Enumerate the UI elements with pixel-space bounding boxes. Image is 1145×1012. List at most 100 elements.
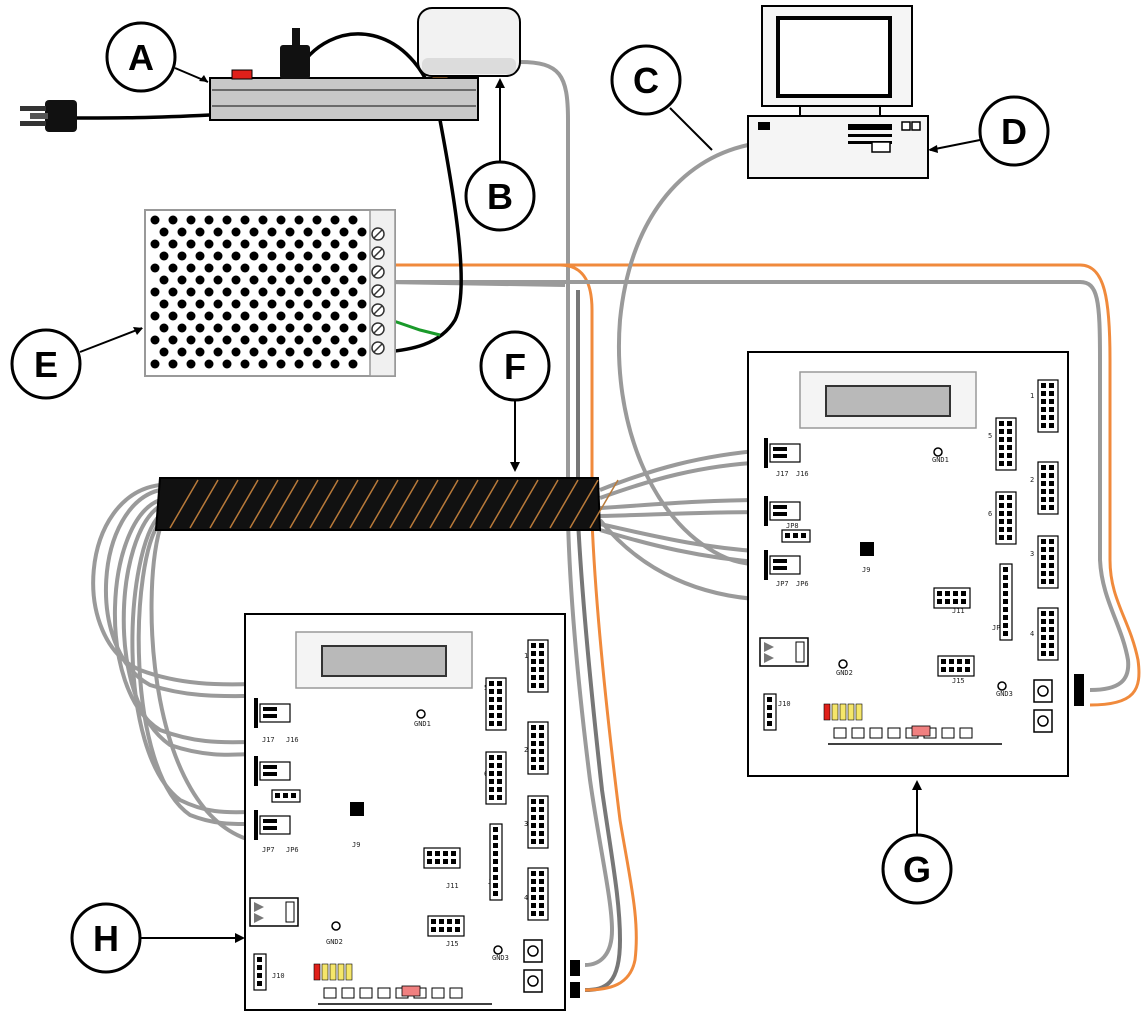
vent-hole: [222, 311, 232, 321]
header-pin: [767, 713, 772, 718]
vent-hole: [276, 287, 286, 297]
connector-bar: [764, 496, 768, 526]
header-pin: [937, 599, 942, 604]
vent-hole: [240, 311, 250, 321]
header-pin: [443, 859, 448, 864]
sleeve-stripe: [589, 479, 619, 529]
vent-hole: [303, 227, 313, 237]
header-pin: [999, 453, 1004, 458]
vent-hole: [177, 347, 187, 357]
vent-hole: [204, 215, 214, 225]
connector-pin-row: [773, 559, 787, 563]
sleeve-stripe: [409, 479, 439, 529]
header-pin: [497, 755, 502, 760]
header-pin: [539, 757, 544, 762]
header-pin: [493, 843, 498, 848]
vent-hole: [150, 335, 160, 345]
header-pin: [945, 591, 950, 596]
power-switch-icon: [231, 69, 253, 80]
board-h-h3-label: 3: [524, 820, 528, 828]
board-g-j16-label: J16: [796, 470, 809, 478]
vent-hole: [213, 299, 223, 309]
vent-hole: [348, 311, 358, 321]
connector-bar: [764, 438, 768, 468]
header-pin: [1041, 497, 1046, 502]
vent-hole: [150, 239, 160, 249]
header-pin: [497, 771, 502, 776]
header-pin: [531, 911, 536, 916]
header-pin: [539, 839, 544, 844]
connector-pin-row: [263, 765, 277, 769]
sleeve-stripe: [349, 479, 379, 529]
board-g-gnd2-label: GND2: [836, 669, 853, 677]
board-g-jp8-label: JP8: [786, 522, 799, 530]
header-pin: [999, 445, 1004, 450]
vent-hole: [267, 251, 277, 261]
header-pin: [1049, 627, 1054, 632]
connector-pin-row: [773, 447, 787, 451]
board-h-components: [249, 639, 549, 1005]
connector-bar: [254, 698, 258, 728]
screw-slot: [373, 305, 383, 315]
vent-hole: [321, 299, 331, 309]
header-pin: [1041, 383, 1046, 388]
vent-hole: [186, 335, 196, 345]
bundle-to-h-5: [130, 513, 253, 815]
header-pin: [1007, 461, 1012, 466]
vent-hole: [168, 311, 178, 321]
header-pin: [493, 835, 498, 840]
header-pin: [1049, 611, 1054, 616]
header-pin: [539, 683, 544, 688]
vent-hole: [285, 323, 295, 333]
board-h-gnd2-label: GND2: [326, 938, 343, 946]
header-pin: [1007, 421, 1012, 426]
connector-pin-row: [773, 566, 787, 570]
board-h-jp7-label: JP7: [262, 846, 275, 854]
connector-body: [259, 703, 291, 723]
header-pin: [1049, 423, 1054, 428]
vent-hole: [357, 227, 367, 237]
relay-cap: [795, 641, 805, 663]
dip-switch: [911, 725, 931, 737]
vent-hole: [150, 359, 160, 369]
vent-hole: [276, 263, 286, 273]
vent-hole: [285, 299, 295, 309]
connector-middle: [764, 496, 801, 526]
header-6: [995, 491, 1017, 545]
vent-hole: [150, 311, 160, 321]
push-button: [959, 727, 973, 739]
header-j11: [423, 847, 461, 869]
power-strip-body: [209, 77, 479, 121]
board-h-j9-label: J9: [352, 841, 360, 849]
header-pin: [945, 599, 950, 604]
header-pin: [1049, 391, 1054, 396]
gray-power-wire-h: [384, 280, 566, 287]
header-pin: [1041, 643, 1046, 648]
vent-hole: [186, 287, 196, 297]
vent-hole: [240, 263, 250, 273]
vent-hole: [258, 239, 268, 249]
header-pin: [1049, 383, 1054, 388]
vent-hole: [285, 347, 295, 357]
header-pin: [999, 495, 1004, 500]
board-g-h2-label: 2: [1030, 476, 1034, 484]
header-pin: [999, 511, 1004, 516]
terminal-screw: [527, 975, 539, 987]
header-pin: [435, 851, 440, 856]
header-pin: [1041, 473, 1046, 478]
connector-body: [259, 761, 291, 781]
header-pin: [531, 903, 536, 908]
header-pin: [965, 667, 970, 672]
bundle-to-h-1: [91, 483, 253, 687]
vent-hole: [294, 239, 304, 249]
header-pin: [539, 741, 544, 746]
board-g-jp6-label: JP6: [796, 580, 809, 588]
orange-power-wire-g: [385, 263, 1141, 707]
push-button: [341, 987, 355, 999]
header-pin: [1049, 579, 1054, 584]
vent-hole: [213, 251, 223, 261]
header-pin: [291, 793, 296, 798]
vent-hole: [339, 299, 349, 309]
push-button: [359, 987, 373, 999]
bundle-to-g-2: [599, 460, 769, 500]
